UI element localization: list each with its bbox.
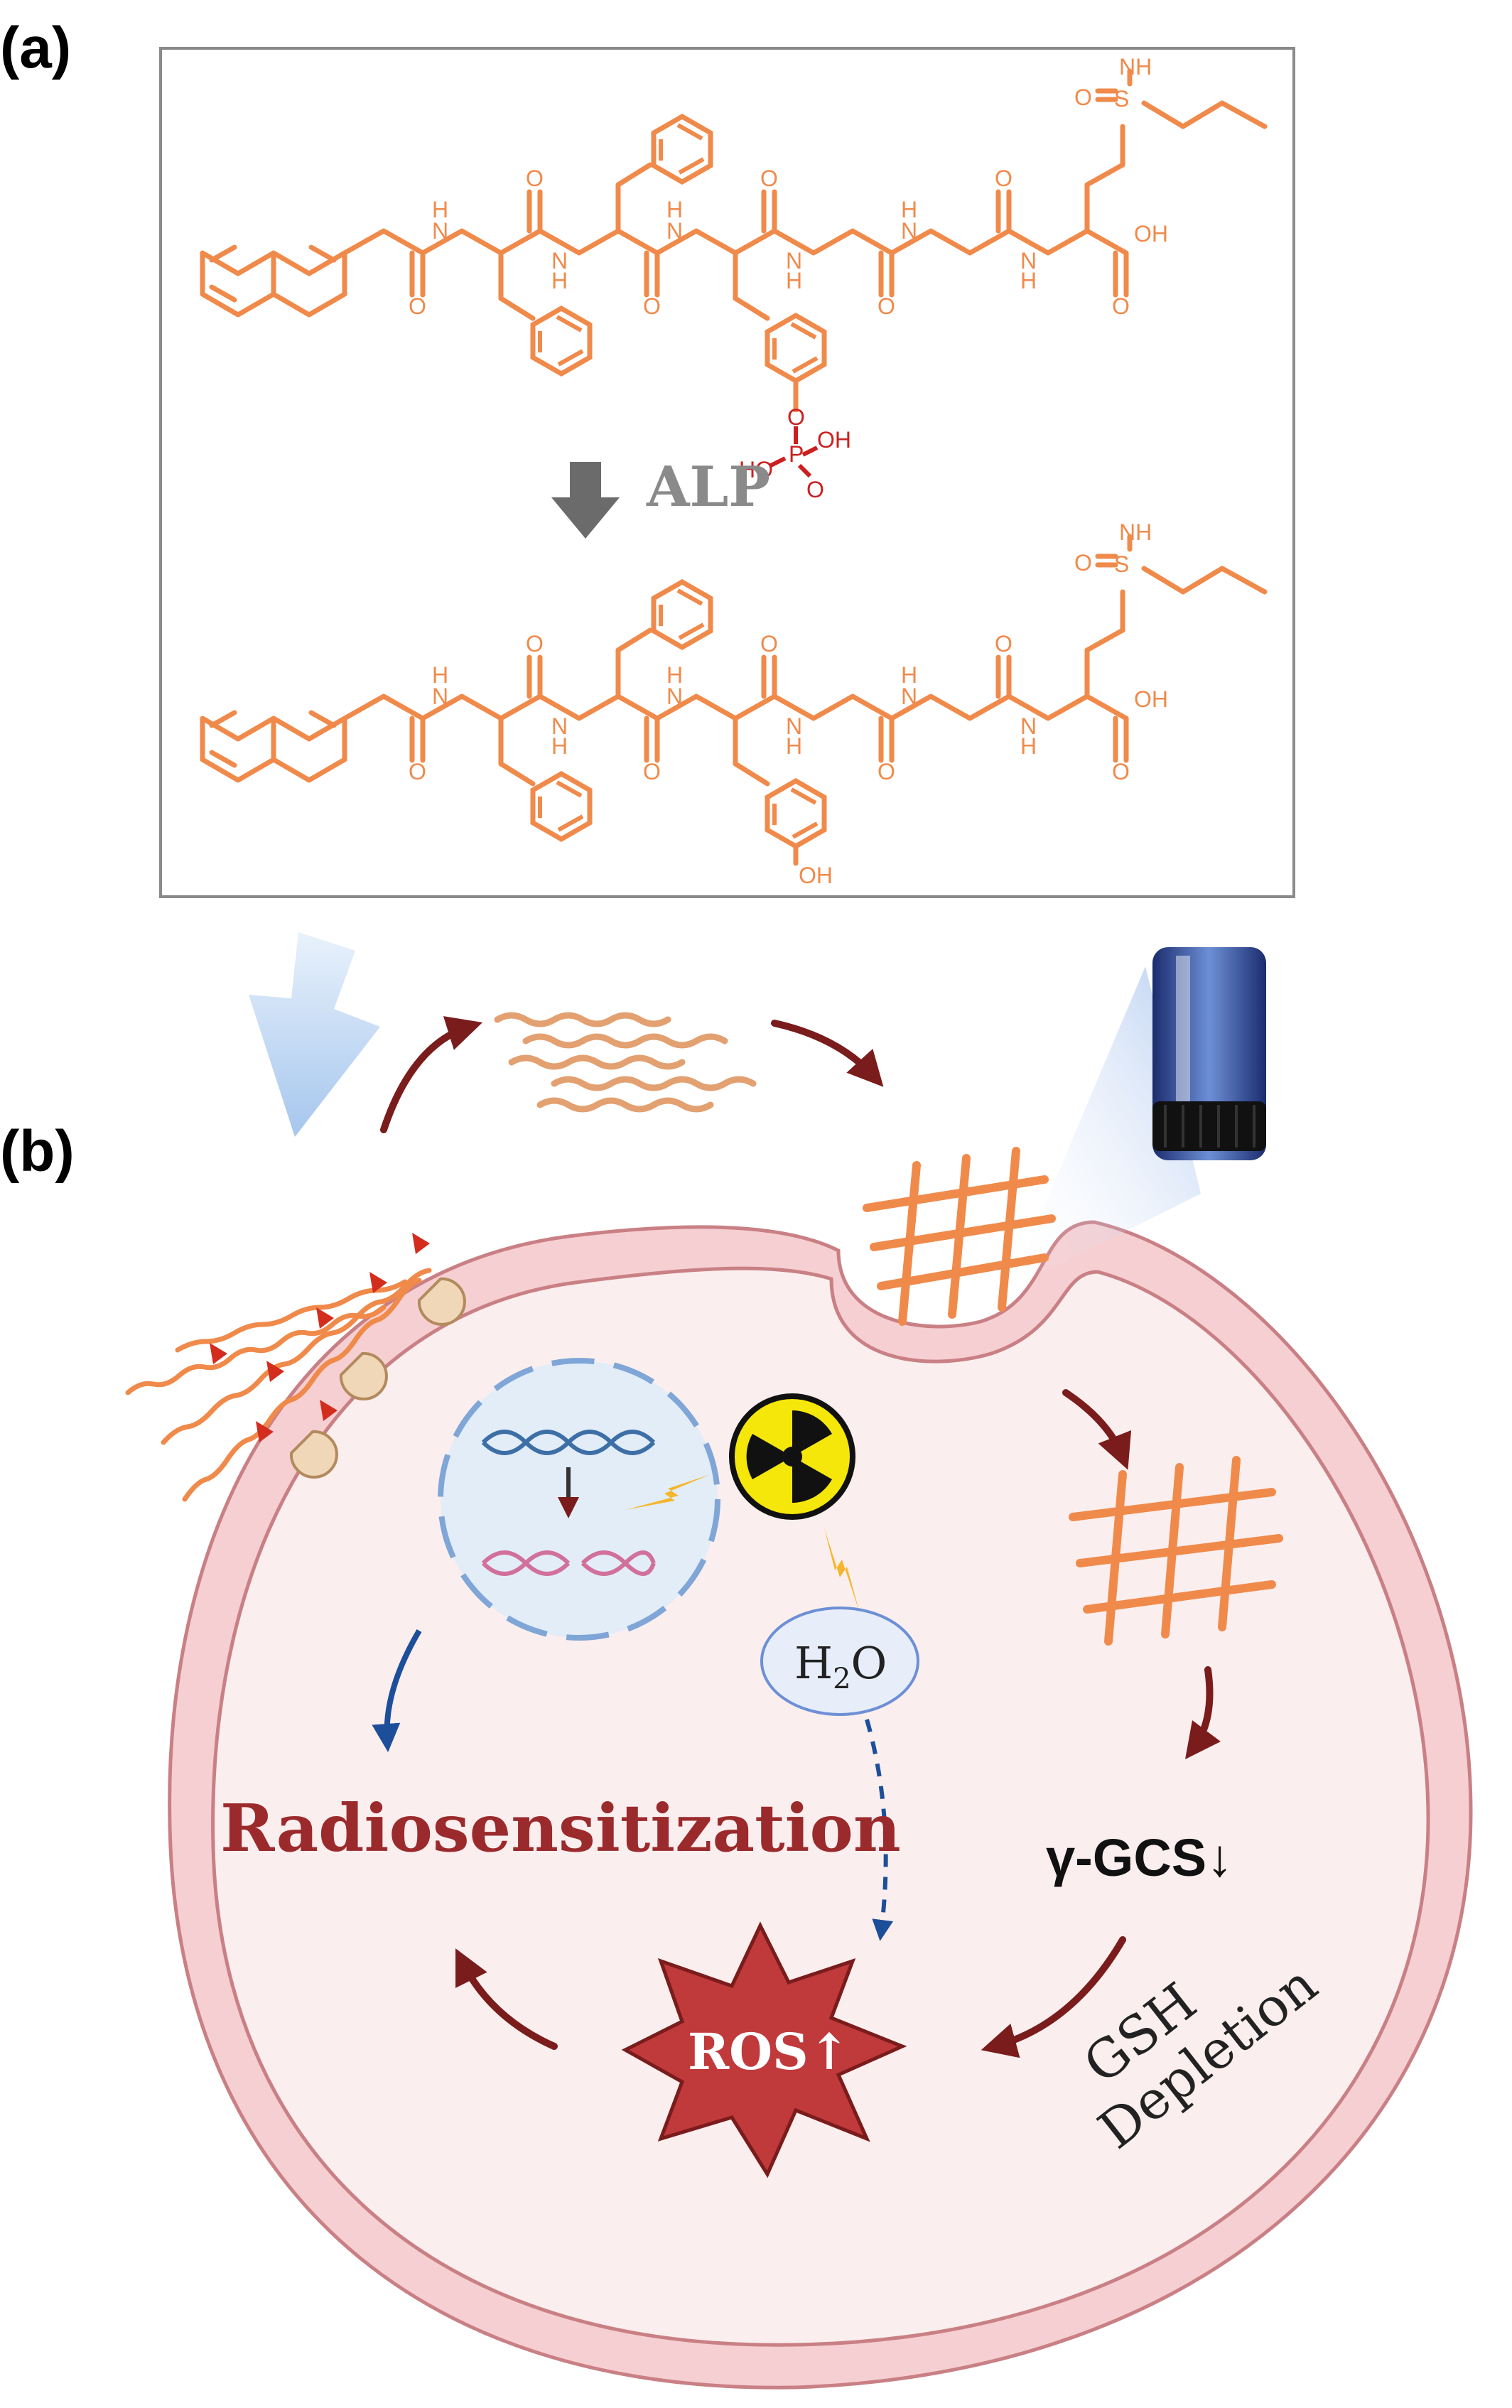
atom-n-3: N <box>666 218 683 244</box>
lightning-to-dna-icon <box>625 1474 711 1510</box>
atom-o-phos-dbl: O <box>806 477 824 502</box>
ros-label: ROS↑ <box>688 2022 850 2081</box>
hydrogel-mesh-surface <box>863 1147 1056 1326</box>
panel-a-label: (a) <box>0 16 71 80</box>
atom-o-b4: O <box>760 631 778 657</box>
arrow-ros-to-radiosensitization <box>455 1948 558 2050</box>
atom-o-sulfox-top: O <box>1074 85 1092 110</box>
atom-nh-top: NH <box>1119 54 1152 80</box>
enzyme-label-alp: ALP <box>646 455 770 519</box>
phosphate-group <box>770 426 819 478</box>
atom-o-3: O <box>643 293 661 319</box>
transition-arrow-icon <box>249 932 380 1137</box>
atom-n-2: N <box>551 248 568 274</box>
nanofiber-bundle <box>494 1012 757 1113</box>
atom-n-b1: N <box>432 684 448 709</box>
atom-n-b6: N <box>1020 713 1037 739</box>
atom-oh-acid-bottom: OH <box>1134 686 1168 712</box>
atom-s-bottom: S <box>1114 551 1129 577</box>
hydrogel-mesh-intracellular <box>1069 1456 1283 1646</box>
atom-o-b2: O <box>526 631 544 657</box>
panel-b-label: (b) <box>0 1119 75 1184</box>
vial-cap-ridges <box>1164 1105 1256 1148</box>
atom-o-4: O <box>760 166 778 191</box>
lightning-to-water-icon <box>824 1528 860 1613</box>
atom-h-3: H <box>666 197 683 222</box>
alp-enzyme-pacman <box>289 1277 466 1479</box>
arrow-fibers-up <box>380 1016 483 1133</box>
atom-o-phos-link: O <box>787 404 805 430</box>
radiation-icon <box>729 1393 855 1520</box>
dephosphorylated-peptide-structure: NH S O H N N H H N N H H N N H OH O O O … <box>200 519 1268 888</box>
atom-h-b2: H <box>551 733 568 759</box>
arrow-water-to-ros <box>865 1719 894 1941</box>
atom-h-2: H <box>551 268 568 293</box>
arrow-to-ggcs <box>1185 1666 1221 1760</box>
panel-a-frame <box>159 47 1295 898</box>
dna-intact-icon <box>481 1430 656 1455</box>
ros-burst <box>621 1921 907 2178</box>
atom-o-1: O <box>409 293 426 319</box>
atom-oh-tyrosine: OH <box>799 863 833 888</box>
atom-ho-phos: HO <box>739 457 773 482</box>
water-bubble <box>760 1607 919 1716</box>
atom-o-b3: O <box>643 759 661 784</box>
atom-o-7: O <box>1112 293 1130 319</box>
atom-o-b5: O <box>878 759 895 784</box>
vial-highlight <box>1176 956 1190 1148</box>
atom-o-sulfox-bottom: O <box>1074 550 1092 576</box>
atom-oh-phos: OH <box>817 427 851 453</box>
atom-h-b1: H <box>432 662 448 688</box>
atom-o-6: O <box>995 166 1012 191</box>
atom-n-5: N <box>901 218 917 244</box>
nucleus <box>438 1358 720 1641</box>
arrow-gsh-to-ros <box>981 1936 1126 2058</box>
vial-cap <box>1152 1101 1266 1151</box>
atom-h-b5: H <box>901 662 917 688</box>
atom-o-5: O <box>878 293 895 319</box>
arrow-endocytosis <box>1062 1389 1132 1470</box>
atom-nh-bottom: NH <box>1119 519 1152 545</box>
down-arrow-icon <box>551 462 620 539</box>
atom-h-b6: H <box>1020 733 1037 759</box>
atom-o-2: O <box>526 166 544 191</box>
atom-o-b1: O <box>409 759 426 784</box>
atom-oh-acid-top: OH <box>1134 221 1168 247</box>
atom-h-b3: H <box>666 662 683 688</box>
atom-n-b5: N <box>901 684 917 709</box>
radiosensitization-label: Radiosensitization <box>220 1790 901 1867</box>
phosphorylated-fibers <box>125 1268 432 1502</box>
atom-n-1: N <box>432 218 448 244</box>
atom-h-5: H <box>901 197 917 222</box>
arrow-nucleus-to-radiosensitization <box>372 1629 422 1752</box>
water-label: H2O <box>794 1637 887 1695</box>
atom-h-4: H <box>786 268 802 293</box>
arrow-to-hydrogel <box>771 1020 884 1087</box>
atom-h-6: H <box>1020 268 1037 293</box>
atom-h-b4: H <box>786 733 802 759</box>
atom-n-6: N <box>1020 248 1037 274</box>
atom-p: P <box>789 441 804 467</box>
atom-n-4: N <box>786 248 802 274</box>
phosphorylated-peptide-structure <box>200 68 1268 321</box>
atom-n-b3: N <box>666 684 683 709</box>
atom-n-b4: N <box>786 713 802 739</box>
dna-broken-icon <box>481 1550 656 1576</box>
phosphate-triangle-markers <box>210 1233 430 1442</box>
atom-s-top: S <box>1114 86 1129 112</box>
atom-o-b6: O <box>995 631 1012 657</box>
gamma-gcs-label: γ-GCS↓ <box>1046 1828 1233 1887</box>
atom-n-b2: N <box>551 713 568 739</box>
atom-o-b7: O <box>1112 759 1130 784</box>
atom-h-1: H <box>432 197 448 222</box>
